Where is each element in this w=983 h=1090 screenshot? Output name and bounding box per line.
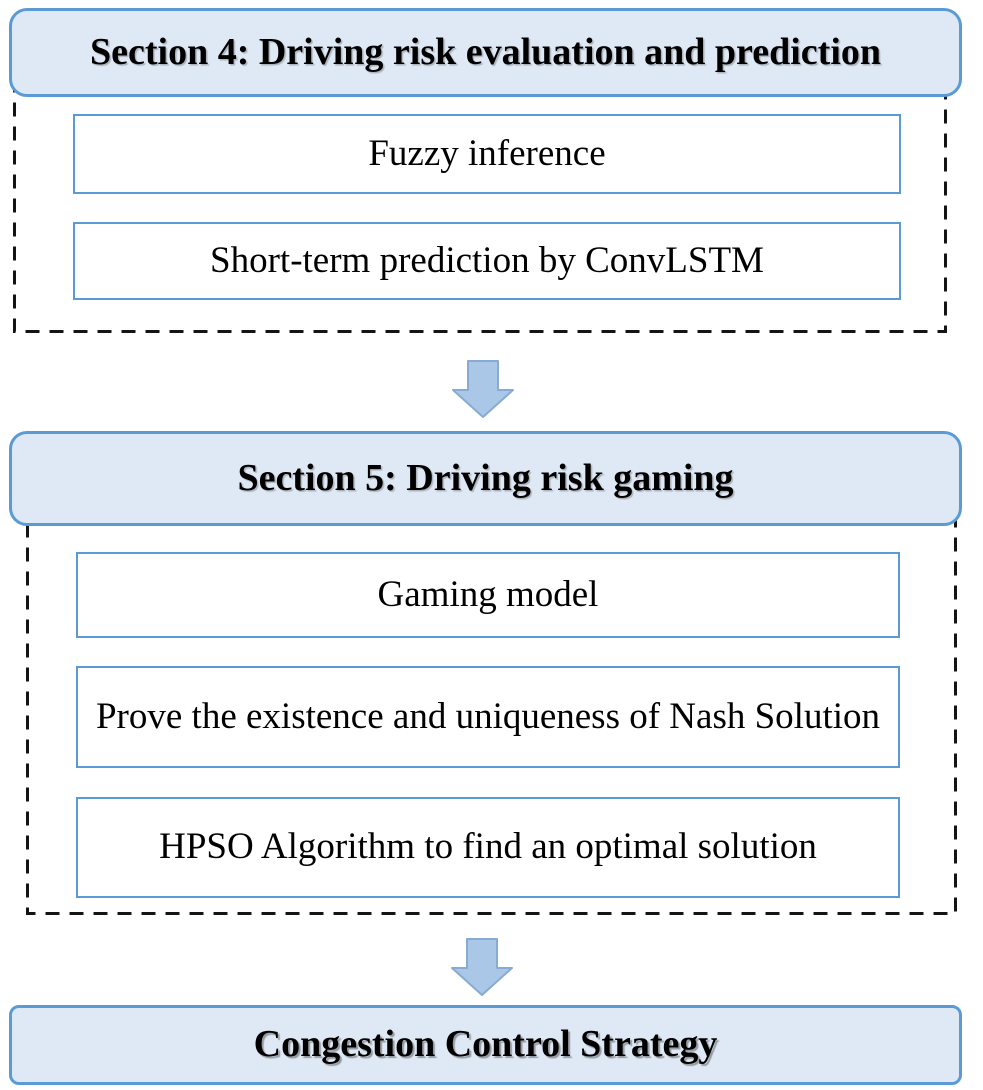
step-hpso-algorithm: HPSO Algorithm to find an optimal soluti… (76, 797, 900, 898)
step-fuzzy-inference: Fuzzy inference (73, 114, 901, 194)
outcome-header: Congestion Control Strategy (9, 1005, 962, 1085)
step-convlstm-prediction-label: Short-term prediction by ConvLSTM (210, 239, 764, 281)
section4-title: Section 4: Driving risk evaluation and p… (89, 30, 882, 73)
down-arrow-icon (452, 360, 514, 418)
step-gaming-model: Gaming model (76, 552, 900, 638)
step-gaming-model-label: Gaming model (377, 573, 599, 615)
step-hpso-algorithm-label: HPSO Algorithm to find an optimal soluti… (159, 826, 817, 868)
step-convlstm-prediction: Short-term prediction by ConvLSTM (73, 222, 901, 300)
step-nash-solution-proof: Prove the existence and uniqueness of Na… (76, 666, 900, 768)
outcome-title: Congestion Control Strategy (253, 1023, 718, 1066)
step-nash-solution-proof-label: Prove the existence and uniqueness of Na… (95, 695, 881, 737)
down-arrow-icon (451, 938, 513, 996)
section4-header: Section 4: Driving risk evaluation and p… (9, 8, 962, 97)
step-fuzzy-inference-label: Fuzzy inference (368, 132, 606, 174)
section5-header: Section 5: Driving risk gaming (9, 431, 962, 526)
section5-title: Section 5: Driving risk gaming (237, 456, 734, 499)
